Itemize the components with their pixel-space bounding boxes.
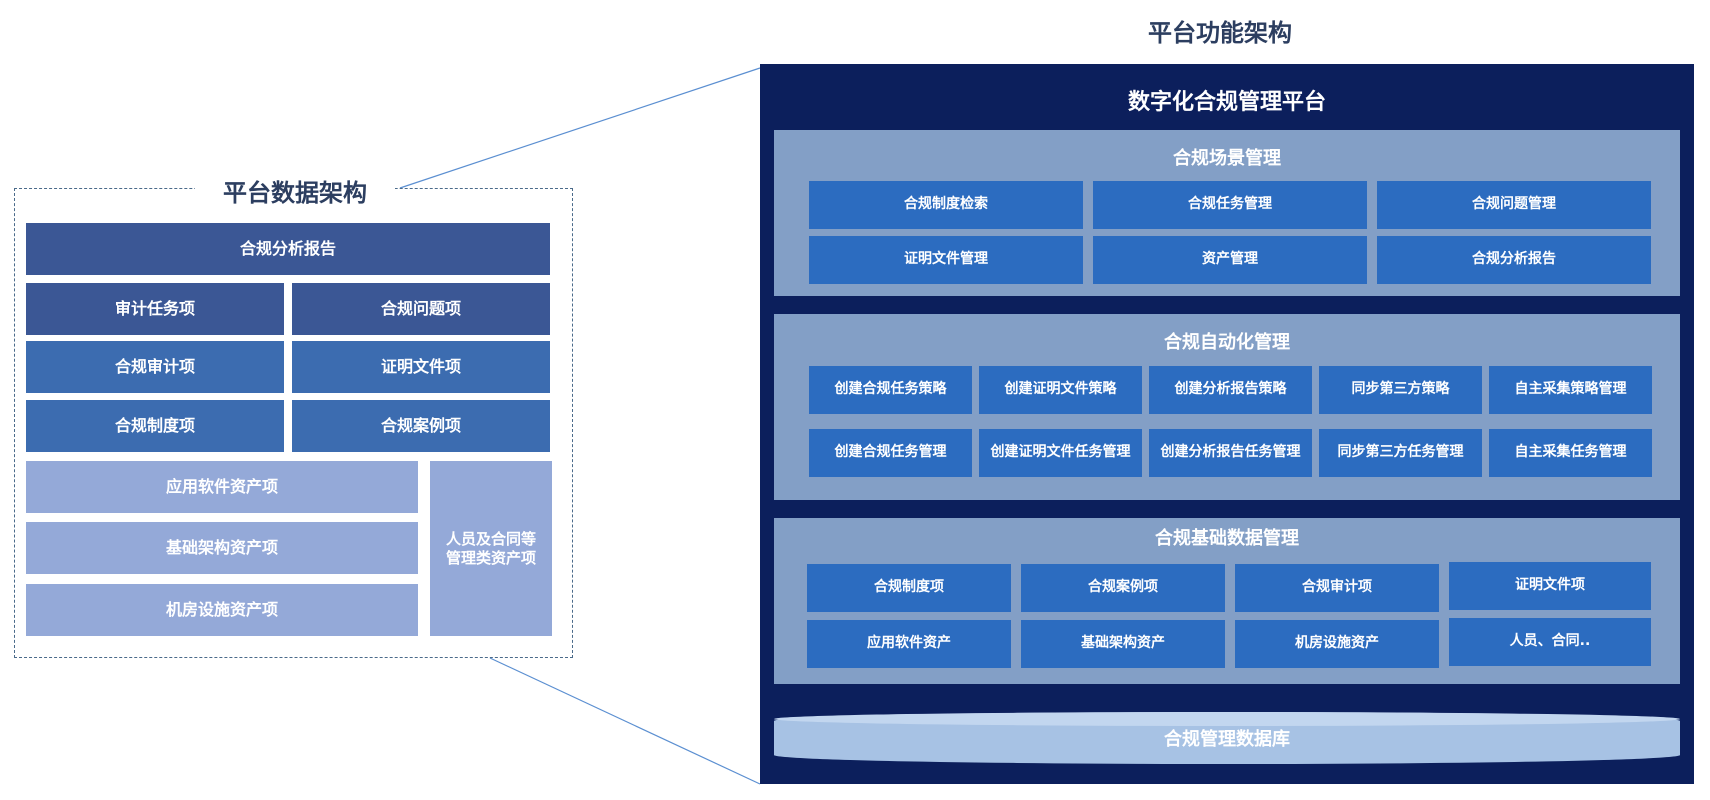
create-task-policy-cell: 创建合规任务策略 (809, 366, 972, 414)
compliance-policy-item: 合规制度项 (26, 400, 284, 452)
connector-line-bottom (489, 657, 761, 785)
analysis-report-cell: 合规分析报告 (1377, 236, 1651, 284)
infrastructure-asset-item: 基础架构资产项 (26, 522, 418, 574)
basic-case-cell: 合规案例项 (1021, 564, 1225, 612)
create-evidence-policy-cell: 创建证明文件策略 (979, 366, 1142, 414)
compliance-report-block: 合规分析报告 (26, 223, 550, 275)
function-architecture-title: 平台功能架构 (1148, 18, 1292, 47)
policy-search-cell: 合规制度检索 (809, 181, 1083, 229)
basic-facility-cell: 机房设施资产 (1235, 620, 1439, 668)
sync-third-party-policy-cell: 同步第三方策略 (1319, 366, 1482, 414)
evidence-file-item: 证明文件项 (292, 341, 550, 393)
create-task-management-cell: 创建合规任务管理 (809, 429, 972, 477)
task-management-cell: 合规任务管理 (1093, 181, 1367, 229)
platform-name: 数字化合规管理平台 (1127, 90, 1326, 115)
issue-management-cell: 合规问题管理 (1377, 181, 1651, 229)
basic-people-contract-cell: 人员、合同.. (1449, 618, 1651, 666)
basic-policy-cell: 合规制度项 (807, 564, 1011, 612)
compliance-audit-item: 合规审计项 (26, 341, 284, 393)
basic-data-management-title: 合规基础数据管理 (1155, 528, 1299, 549)
connector-line-top (399, 67, 761, 189)
basic-audit-cell: 合规审计项 (1235, 564, 1439, 612)
app-software-asset-item: 应用软件资产项 (26, 461, 418, 513)
data-architecture-title: 平台数据架构 (195, 170, 395, 210)
basic-app-software-cell: 应用软件资产 (807, 620, 1011, 668)
compliance-issue-item: 合规问题项 (292, 283, 550, 335)
evidence-management-cell: 证明文件管理 (809, 236, 1083, 284)
asset-management-cell: 资产管理 (1093, 236, 1367, 284)
automation-management-title: 合规自动化管理 (1164, 332, 1290, 353)
datacenter-facility-asset-item: 机房设施资产项 (26, 584, 418, 636)
auto-collect-policy-cell: 自主采集策略管理 (1489, 366, 1652, 414)
compliance-case-item: 合规案例项 (292, 400, 550, 452)
create-evidence-task-cell: 创建证明文件任务管理 (979, 429, 1142, 477)
basic-infrastructure-cell: 基础架构资产 (1021, 620, 1225, 668)
scene-management-title: 合规场景管理 (1173, 148, 1281, 169)
create-report-task-cell: 创建分析报告任务管理 (1149, 429, 1312, 477)
audit-task-item: 审计任务项 (26, 283, 284, 335)
sync-third-party-task-cell: 同步第三方任务管理 (1319, 429, 1482, 477)
database-cylinder-top (774, 712, 1680, 726)
create-report-policy-cell: 创建分析报告策略 (1149, 366, 1312, 414)
basic-evidence-cell: 证明文件项 (1449, 562, 1651, 610)
auto-collect-task-cell: 自主采集任务管理 (1489, 429, 1652, 477)
people-contract-asset-item: 人员及合同等管理类资产项 (430, 461, 552, 636)
